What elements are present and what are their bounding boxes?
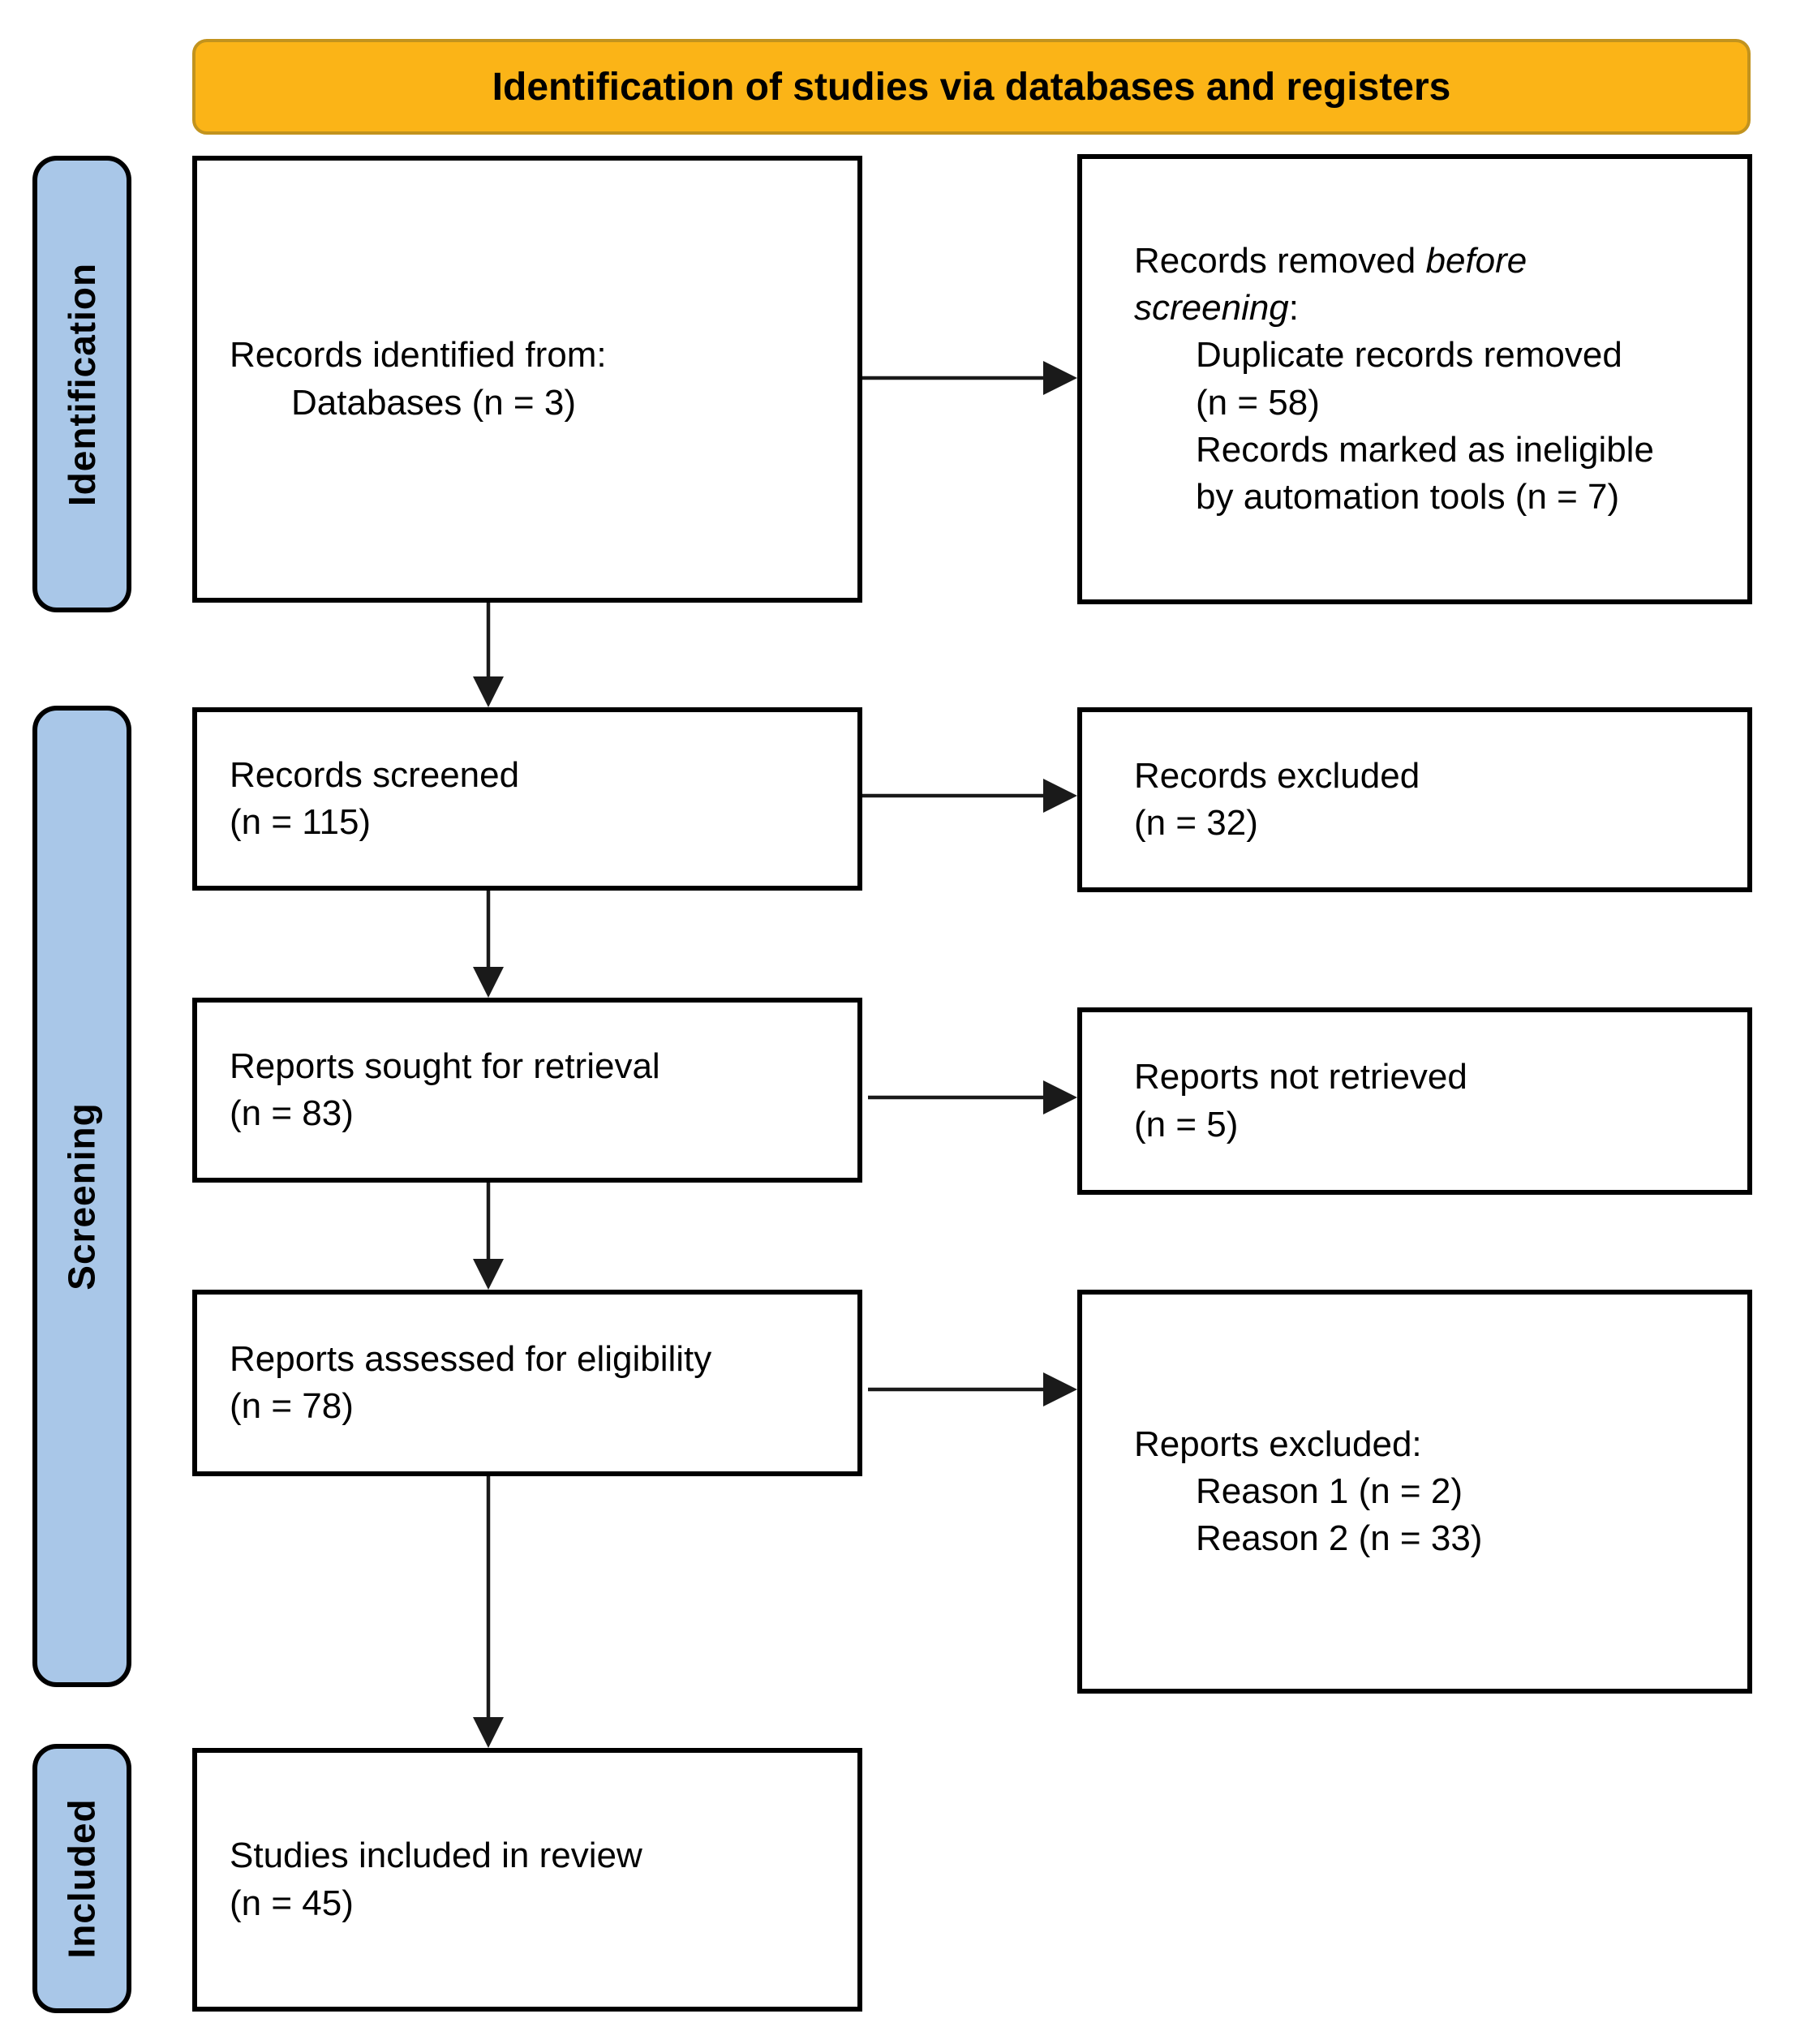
box-text-line: Reports excluded:	[1134, 1424, 1422, 1464]
box-text-segment: :	[1288, 288, 1300, 328]
box-reports-excluded: Reports excluded: Reason 1 (n = 2) Reaso…	[1077, 1290, 1752, 1694]
box-text-segment: Records removed	[1134, 241, 1426, 281]
box-text-segment-italic: before	[1425, 241, 1527, 281]
box-reports-assessed: Reports assessed for eligibility (n = 78…	[192, 1290, 862, 1476]
box-text-line: Records identified from:	[230, 335, 607, 376]
stage-label-identification: Identification	[32, 156, 131, 612]
box-text-segment-italic: screening	[1134, 288, 1289, 328]
box-records-excluded: Records excluded (n = 32)	[1077, 707, 1752, 892]
stage-label-included: Included	[32, 1744, 131, 2013]
box-text-line: Databases (n = 3)	[291, 382, 576, 423]
arrow-assessed-to-reports-excluded-icon	[868, 1372, 1077, 1406]
stage-label-included-text: Included	[61, 1798, 103, 1959]
box-text-line: (n = 32)	[1134, 803, 1258, 843]
box-text-line: (n = 5)	[1134, 1104, 1239, 1144]
arrow-assessed-to-included-icon	[473, 1476, 504, 1748]
banner-title: Identification of studies via databases …	[192, 39, 1751, 135]
arrow-sought-to-assessed-icon	[473, 1183, 504, 1290]
box-text-line: (n = 45)	[230, 1883, 354, 1923]
banner-title-label: Identification of studies via databases …	[492, 65, 1451, 109]
arrow-screened-to-excluded-icon	[862, 779, 1077, 813]
arrow-identified-to-screened-icon	[473, 603, 504, 707]
box-text-line: (n = 83)	[230, 1093, 354, 1133]
box-text-line: Records screened	[230, 754, 520, 795]
box-reports-not-retrieved: Reports not retrieved (n = 5)	[1077, 1007, 1752, 1195]
box-text-line: Reports assessed for eligibility	[230, 1338, 712, 1379]
box-text-line: (n = 58)	[1196, 382, 1320, 423]
box-text-line: (n = 115)	[230, 802, 372, 842]
box-records-identified: Records identified from: Databases (n = …	[192, 156, 862, 603]
box-text-line: by automation tools (n = 7)	[1196, 476, 1620, 517]
box-text-line: Studies included in review	[230, 1836, 642, 1876]
box-text-line: Duplicate records removed	[1196, 335, 1622, 376]
arrow-identified-to-removed-icon	[862, 361, 1077, 395]
box-text-line: Records removed before	[1134, 238, 1731, 285]
box-text-line: Reason 1 (n = 2)	[1196, 1471, 1463, 1511]
box-text-line: Records excluded	[1134, 755, 1420, 796]
arrow-sought-to-not-retrieved-icon	[868, 1080, 1077, 1114]
stage-label-screening-text: Screening	[61, 1102, 104, 1290]
stage-label-identification-text: Identification	[61, 262, 104, 506]
box-text-line: Reports sought for retrieval	[230, 1046, 660, 1086]
box-reports-sought: Reports sought for retrieval (n = 83)	[192, 998, 862, 1183]
box-text-line: Records marked as ineligible	[1196, 429, 1654, 470]
stage-label-screening: Screening	[32, 706, 131, 1687]
box-records-removed-before-screening: Records removed before screening: Duplic…	[1077, 154, 1752, 604]
box-text-line: Reason 2 (n = 33)	[1196, 1518, 1483, 1559]
box-records-screened: Records screened (n = 115)	[192, 707, 862, 891]
box-studies-included: Studies included in review (n = 45)	[192, 1748, 862, 2012]
box-text-line: (n = 78)	[230, 1386, 354, 1426]
box-text-line: screening:	[1134, 285, 1731, 332]
arrow-screened-to-sought-icon	[473, 891, 504, 998]
box-text-line: Reports not retrieved	[1134, 1057, 1467, 1097]
